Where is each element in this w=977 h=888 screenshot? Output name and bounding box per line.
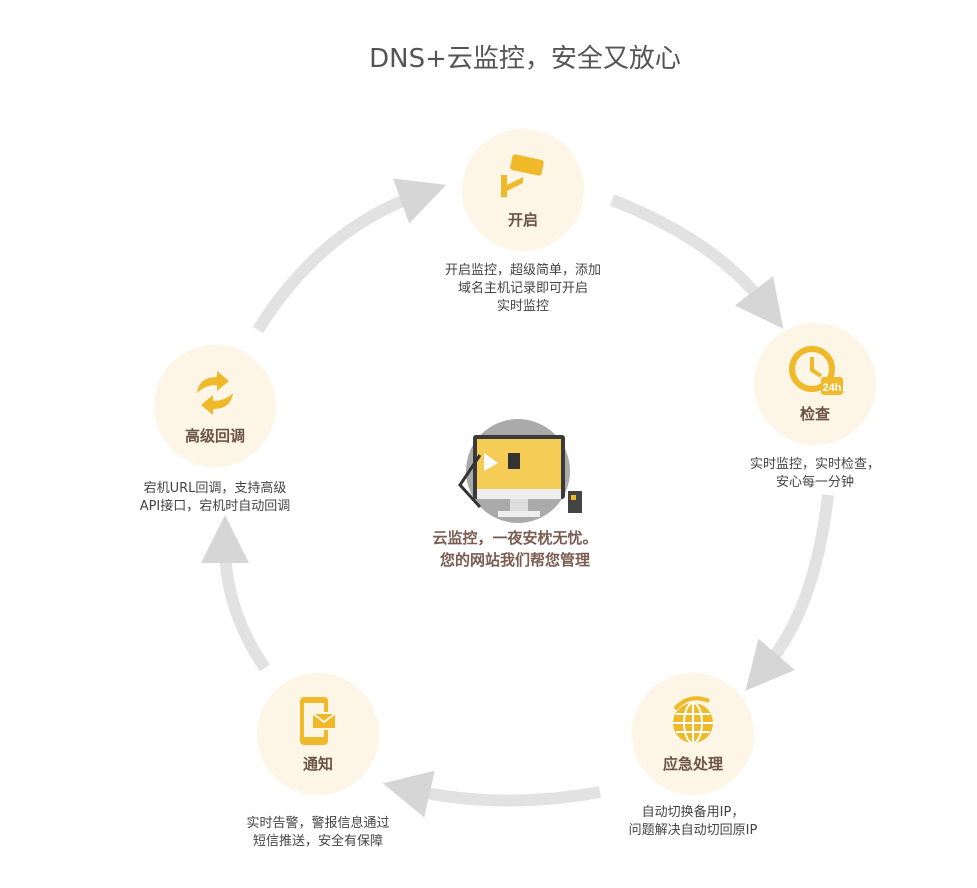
arrow-check-to-emergency [745, 494, 834, 691]
arrow-notify-to-callback [201, 515, 270, 672]
step-desc: 实时监控，实时检查， 安心每一分钟 [705, 456, 925, 492]
svg-text:24h: 24h [823, 382, 842, 394]
step-desc: 实时告警，警报信息通过 短信推送，安全有保障 [208, 815, 428, 851]
monitor-illustration [458, 419, 582, 523]
step-label: 高级回调 [184, 427, 245, 445]
desc-line: 自动切换备用IP， [641, 805, 745, 820]
clock-24h-icon: 24h [789, 346, 843, 395]
center-line2: 您的网站我们帮您管理 [439, 551, 590, 569]
page-title: DNS+云监控，安全又放心 [369, 44, 681, 74]
phone-mail-icon [300, 697, 337, 745]
step-label: 通知 [302, 755, 333, 773]
refresh-icon [197, 371, 233, 415]
desc-line: 安心每一分钟 [775, 475, 854, 490]
desc-line: 问题解决自动切回原IP [628, 823, 758, 838]
desc-line: 域名主机记录即可开启 [457, 281, 588, 296]
center-line1: 云监控，一夜安枕无忧。 [432, 529, 598, 547]
desc-line: 短信推送，安全有保障 [252, 834, 383, 849]
center-slogan: 云监控，一夜安枕无忧。 您的网站我们帮您管理 [410, 527, 620, 571]
desc-line: API接口，宕机时自动回调 [139, 499, 291, 514]
step-desc: 自动切换备用IP， 问题解决自动切回原IP [583, 804, 803, 840]
step-label: 检查 [799, 405, 830, 423]
desc-line: 宕机URL回调，支持高级 [143, 481, 287, 496]
step-label: 应急处理 [662, 755, 723, 773]
desc-line: 实时监控 [496, 299, 549, 314]
desc-line: 实时监控，实时检查， [749, 457, 880, 472]
step-desc: 开启监控，超级简单，添加 域名主机记录即可开启 实时监控 [413, 262, 633, 316]
arrow-start-to-check [609, 194, 784, 329]
desc-line: 开启监控，超级简单，添加 [444, 263, 601, 278]
arrow-callback-to-start [252, 178, 447, 334]
camera-icon [501, 154, 544, 197]
step-start: 开启 [462, 129, 584, 251]
step-label: 开启 [507, 211, 538, 229]
globe-refresh-icon [673, 696, 713, 744]
step-desc: 宕机URL回调，支持高级 API接口，宕机时自动回调 [105, 480, 325, 516]
desc-line: 实时告警，警报信息通过 [246, 816, 390, 831]
arrow-emergency-to-notify [382, 770, 602, 818]
step-callback: 高级回调 [154, 345, 276, 467]
step-check: 24h 检查 [754, 323, 876, 445]
step-notify: 通知 [257, 673, 379, 795]
step-emergency: 应急处理 [632, 673, 754, 795]
